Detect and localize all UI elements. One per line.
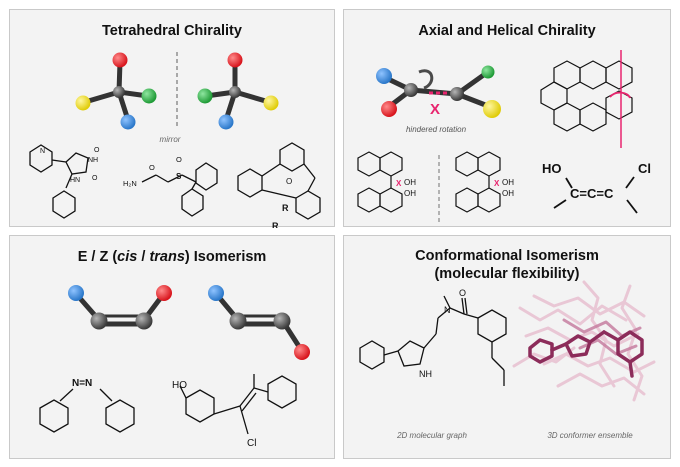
allene-chain: C=C=C (570, 186, 614, 201)
hindered-rotation-label: hindered rotation (406, 125, 467, 134)
panel-title: Tetrahedral Chirality (102, 23, 242, 39)
atom-blue (208, 285, 224, 301)
sulfur-label: S (176, 172, 182, 181)
atom-green (197, 88, 213, 104)
hydantoin-o-label: O (94, 147, 100, 154)
atom-red (112, 52, 128, 68)
allene-cl-label: Cl (638, 161, 651, 176)
azo-label: N=N (72, 378, 92, 389)
conformer-ensemble (512, 280, 656, 402)
r-label-2: R (272, 221, 279, 228)
atom-yellow (483, 100, 501, 118)
stilbene-structure (179, 374, 297, 435)
binol-oh-label: OH (502, 189, 514, 198)
atom-yellow (263, 95, 279, 111)
atom-carbon (450, 87, 464, 101)
atom-carbon (229, 312, 247, 330)
helicene-structure (540, 60, 633, 132)
atom-green (141, 88, 157, 104)
hydantoin-nh-label: NH (88, 157, 98, 164)
panel-subtitle: (molecular flexibility) (434, 266, 580, 282)
binol-x-mark: X (494, 179, 500, 188)
rotation-arrow (418, 69, 434, 90)
conformational-art: NH N O 2D molecular graph (359, 280, 656, 440)
structure-bridged-biaryl (237, 142, 321, 220)
caption-3d: 3D conformer ensemble (547, 431, 633, 440)
atom-blue (120, 114, 136, 130)
atom-carbon (273, 312, 291, 330)
ez-art: N=N HO Cl (39, 285, 310, 449)
blocked-x-mark: X (430, 101, 440, 118)
azobenzene-structure (39, 388, 135, 433)
atom-carbon (135, 312, 153, 330)
atom-red (156, 285, 172, 301)
binol-x-mark: X (396, 179, 402, 188)
hydantoin-o2-label: O (92, 175, 98, 182)
panel-tetrahedral: Tetrahedral Chirality mirror (9, 9, 335, 228)
caption-2d: 2D molecular graph (396, 431, 467, 440)
structure-sulfoxide (141, 162, 218, 217)
atom-carbon (229, 86, 241, 98)
atom-blue (376, 68, 392, 84)
binol-right (455, 151, 501, 213)
panel-title: Conformational Isomerism (415, 248, 599, 264)
atom-red (227, 52, 243, 68)
panel-conformational: Conformational Isomerism (molecular flex… (343, 235, 671, 459)
atom-red (294, 344, 310, 360)
atom-carbon (404, 83, 418, 97)
amide-o-label: O (149, 163, 155, 172)
o-label: O (459, 288, 466, 298)
atom-carbon (90, 312, 108, 330)
molecule-2d-graph (359, 295, 507, 386)
amide-label: H₂N (123, 179, 137, 188)
tetrahedral-art: mirror N NH HN O O (29, 52, 321, 228)
allene-bonds (553, 176, 638, 214)
axial-art: X hindered rotation OH OH X (357, 50, 651, 222)
binol-oh-label: OH (502, 178, 514, 187)
nh-label: NH (419, 369, 432, 379)
panel-title: E / Z (cis / trans) Isomerism (77, 249, 267, 265)
panel-axial-helical: Axial and Helical Chirality X hindered r… (343, 9, 671, 227)
hydantoin-hn-label: HN (70, 177, 80, 184)
helix-rotation-arrow (609, 91, 631, 99)
panel-title: Axial and Helical Chirality (418, 23, 596, 39)
binol-oh-label: OH (404, 189, 416, 198)
r-label-1: R (282, 203, 289, 213)
stilbene-cl-label: Cl (247, 438, 256, 449)
mirror-label: mirror (160, 135, 181, 144)
atom-red (381, 101, 397, 117)
n-label: N (444, 305, 451, 315)
allene-ho-label: HO (542, 161, 562, 176)
atom-carbon (113, 86, 125, 98)
binol-oh-label: OH (404, 178, 416, 187)
binol-left (357, 151, 403, 213)
structure-hydantoin (29, 144, 89, 219)
ether-o-label: O (286, 177, 292, 186)
sulfoxide-o-label: O (176, 155, 182, 164)
atom-blue (68, 285, 84, 301)
pyridine-n-label: N (40, 148, 45, 155)
atom-blue (218, 114, 234, 130)
panel-ez-isomerism: E / Z (cis / trans) Isomerism (9, 235, 335, 459)
stilbene-ho-label: HO (172, 380, 187, 391)
atom-yellow (75, 95, 91, 111)
atom-green (481, 65, 495, 79)
